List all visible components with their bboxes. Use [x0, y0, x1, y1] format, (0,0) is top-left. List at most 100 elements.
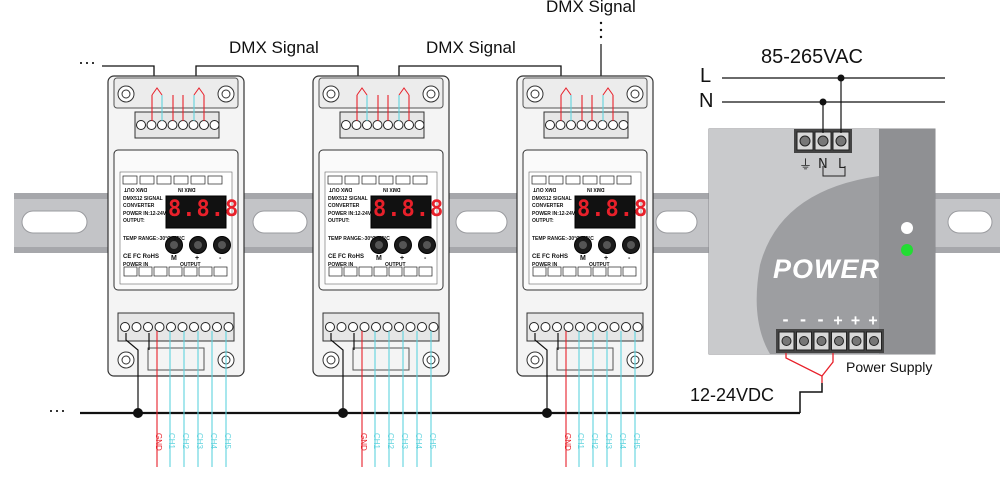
terminal-screw-icon: [325, 322, 335, 332]
device-temp-range: TEMP RANGE:-30°C~55°C: [328, 236, 390, 242]
ground-bus: [80, 383, 823, 415]
ps-terminal-sign: -: [781, 311, 791, 329]
port-pin-cell: [562, 266, 577, 277]
dmx-out-port-label: DMX OUT: [533, 186, 557, 192]
device-power-spec: POWER IN:12-24VDC: [328, 211, 379, 217]
mount-hole-icon: [221, 89, 231, 99]
terminal-screw-icon: [371, 322, 381, 332]
terminal-screw-icon: [223, 322, 234, 332]
ps-ground-icon: ⏚: [799, 158, 813, 173]
mount-hole-icon: [530, 89, 540, 99]
ps-n-label: N: [818, 157, 828, 172]
terminal-screw-icon: [348, 322, 358, 332]
output-channel-label: CH5: [223, 433, 232, 450]
junction-dot-icon: [542, 408, 552, 418]
mount-hole-icon: [426, 89, 436, 99]
port-pin-cell: [122, 175, 138, 185]
power-supply: [708, 128, 936, 355]
device-output-label: OUTPUT: [385, 262, 406, 268]
output-channel-label: CH4: [414, 433, 423, 450]
dmx-converter-device: [107, 75, 245, 467]
mount-hole-icon: [121, 89, 131, 99]
terminal-screw-icon: [575, 322, 585, 332]
device-temp-range: TEMP RANGE:-30°C~55°C: [532, 236, 594, 242]
output-channel-label: GND: [563, 433, 572, 451]
device-power-in-label: POWER IN: [328, 262, 354, 268]
dc-voltage-label: 12-24VDC: [690, 385, 775, 405]
mount-hole-icon: [326, 355, 336, 365]
dmx-wire-join: [151, 87, 163, 96]
button-m-label: M: [171, 255, 177, 262]
ac-terminals: [794, 129, 852, 177]
port-pin-cell: [395, 175, 411, 185]
ps-terminal-sign: -: [816, 311, 826, 329]
dc-terminal-screw-icon: [816, 336, 827, 346]
dmx-wire-join: [602, 87, 614, 96]
power-logo: POWER: [773, 254, 881, 284]
line-n-label: N: [699, 90, 714, 112]
terminal-screw-icon: [428, 322, 439, 332]
control-button-icon: [375, 241, 383, 249]
device-title-line2: CONVERTER: [123, 203, 155, 209]
dc-terminal-screw-icon: [869, 336, 879, 346]
dmx-signal-label-top: DMX Signal: [546, 0, 636, 16]
terminal-screw-icon: [166, 322, 176, 332]
ac-lines: [722, 74, 945, 133]
terminal-screw-icon: [405, 322, 416, 332]
device-cert-label: CE FC RoHS: [532, 254, 568, 260]
output-channel-label: CH3: [400, 433, 409, 450]
rail-slot: [252, 210, 308, 234]
terminal-screw-icon: [341, 120, 351, 130]
device-temp-range: TEMP RANGE:-30°C~55°C: [123, 236, 185, 242]
output-channel-label: CH5: [632, 433, 641, 450]
terminal-screw-icon: [552, 322, 562, 332]
output-channel-label: GND: [359, 433, 368, 451]
control-button-icon: [603, 241, 611, 249]
output-channel-label: CH3: [604, 433, 613, 450]
button-m-label: M: [580, 255, 586, 262]
port-pin-cell: [532, 266, 547, 277]
terminal-screw-icon: [143, 322, 153, 332]
output-channel-label: CH2: [181, 433, 190, 450]
terminal-screw-icon: [188, 120, 199, 130]
dc-terminals: [776, 329, 884, 353]
dmx-signal-label-2: DMX Signal: [426, 38, 516, 57]
device-output-spec: OUTPUT:: [328, 218, 350, 224]
port-pin-cell: [344, 175, 360, 185]
junction-dot-icon: [133, 408, 143, 418]
terminal-screw-icon: [540, 322, 551, 332]
dmx-in-port-label: DMX IN: [587, 186, 605, 192]
segment-display-value: 8.8.8: [168, 197, 240, 222]
terminal-screw-icon: [632, 322, 643, 332]
button-plus-label: +: [195, 255, 200, 262]
port-pin-cell: [358, 266, 373, 277]
segment-display-value: 8.8.8: [577, 197, 649, 222]
dmx-wire-join: [398, 87, 410, 96]
dc-terminal-screw-icon: [851, 336, 862, 346]
port-pin-cell: [565, 175, 581, 185]
control-button-icon: [194, 241, 202, 249]
terminal-screw-icon: [598, 322, 608, 332]
mount-hole-icon: [121, 355, 131, 365]
dmx-wire-join: [193, 87, 205, 96]
port-pin-cell: [168, 266, 183, 277]
dmx-in-ellipsis: ···: [78, 52, 96, 72]
device-top-cap: [522, 77, 648, 109]
terminal-screw-icon: [609, 322, 620, 332]
port-pin-cell: [599, 175, 615, 185]
ps-terminal-sign: -: [798, 311, 808, 329]
port-pin-cell: [207, 175, 223, 185]
dmx-in-port-label: DMX IN: [383, 186, 401, 192]
dmx-out-port-label: DMX OUT: [329, 186, 353, 192]
terminal-screw-icon: [154, 322, 165, 332]
port-pin-cell: [388, 266, 403, 277]
dc-terminal-screw-icon: [799, 336, 809, 346]
rail-slot: [455, 210, 508, 234]
device-top-cap: [113, 77, 239, 109]
terminal-screw-icon: [618, 120, 629, 130]
port-pin-cell: [577, 266, 592, 277]
output-channel-label: CH4: [618, 433, 627, 450]
port-pin-cell: [373, 266, 388, 277]
ps-l-label: L: [838, 157, 846, 172]
